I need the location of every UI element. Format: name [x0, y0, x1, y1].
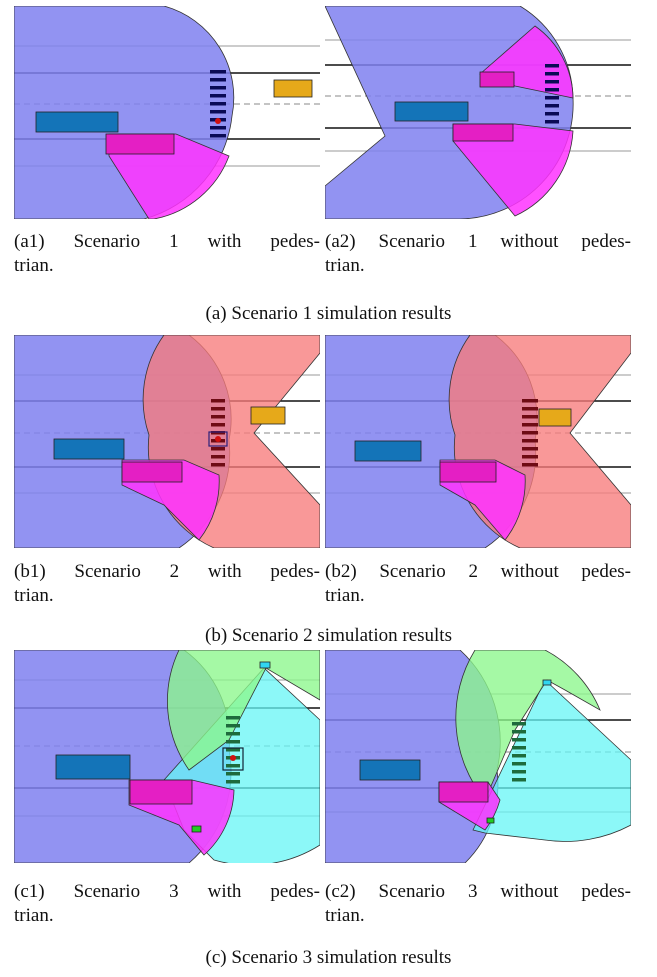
- cyan-car: [542, 679, 552, 686]
- caption-a: (a) Scenario 1 simulation results: [205, 303, 452, 324]
- crosswalk: [211, 399, 225, 467]
- pink-car: [121, 461, 183, 483]
- green-car: [191, 825, 202, 833]
- blue-car: [53, 438, 125, 460]
- caption-b1-line1: (b1) Scenario 2 with pedes-: [14, 561, 320, 582]
- pink-car: [129, 779, 193, 805]
- crosswalk: [545, 64, 559, 124]
- pedestrian: [230, 755, 236, 761]
- caption-a1-line1: (a1) Scenario 1 with pedes-: [14, 231, 320, 252]
- caption-a2-line1: (a2) Scenario 1 without pedes-: [325, 231, 631, 252]
- panel-c1: [14, 650, 320, 863]
- caption-c: (c) Scenario 3 simulation results: [205, 947, 452, 968]
- caption-a1-line2: trian.: [14, 255, 54, 276]
- caption-a2: (a2) Scenario 1 without pedes- trian.: [325, 230, 631, 278]
- caption-c1-line2: trian.: [14, 905, 54, 926]
- caption-b1: (b1) Scenario 2 with pedes- trian.: [14, 560, 320, 608]
- caption-b2-line2: trian.: [325, 585, 365, 606]
- panel-a1: [14, 6, 320, 219]
- blue-car: [394, 101, 469, 122]
- blue-car: [354, 440, 422, 462]
- pedestrian: [215, 436, 221, 442]
- green-reachable-set: [167, 650, 320, 771]
- pedestrian-box: [222, 747, 244, 771]
- orange-car: [250, 406, 286, 425]
- crosswalk: [522, 399, 538, 467]
- caption-c1: (c1) Scenario 3 with pedes- trian.: [14, 880, 320, 928]
- panel-a2: [325, 6, 631, 219]
- green-car: [486, 817, 495, 824]
- caption-a2-line2: trian.: [325, 255, 365, 276]
- orange-car: [538, 408, 572, 427]
- caption-c1-line1: (c1) Scenario 3 with pedes-: [14, 881, 320, 902]
- caption-c2-line2: trian.: [325, 905, 365, 926]
- caption-a1: (a1) Scenario 1 with pedes- trian.: [14, 230, 320, 278]
- pink-car-bottom: [452, 123, 514, 142]
- caption-b2: (b2) Scenario 2 without pedes- trian.: [325, 560, 631, 608]
- pink-car: [439, 461, 497, 483]
- caption-b1-line2: trian.: [14, 585, 54, 606]
- pink-reachable-set-bottom: [452, 123, 574, 217]
- caption-c2-line1: (c2) Scenario 3 without pedes-: [325, 881, 631, 902]
- crosswalk: [226, 716, 240, 784]
- pink-reachable-set: [108, 133, 230, 219]
- pink-car: [105, 133, 175, 155]
- panel-b2: [325, 335, 631, 548]
- pink-car-top: [479, 71, 515, 88]
- panel-b1: [14, 335, 320, 548]
- pink-car: [438, 781, 489, 803]
- pedestrian-box: [208, 431, 228, 447]
- blue-car: [359, 759, 421, 781]
- pedestrian: [215, 118, 221, 124]
- crosswalk: [210, 70, 226, 138]
- panel-c2: [325, 650, 631, 863]
- blue-car: [55, 754, 131, 780]
- caption-c2: (c2) Scenario 3 without pedes- trian.: [325, 880, 631, 928]
- orange-car: [273, 79, 313, 98]
- cyan-reachable-set: [472, 679, 631, 842]
- cyan-car: [259, 661, 271, 669]
- blue-car: [35, 111, 119, 133]
- caption-b: (b) Scenario 2 simulation results: [205, 625, 452, 646]
- crosswalk: [512, 722, 526, 782]
- caption-b2-line1: (b2) Scenario 2 without pedes-: [325, 561, 631, 582]
